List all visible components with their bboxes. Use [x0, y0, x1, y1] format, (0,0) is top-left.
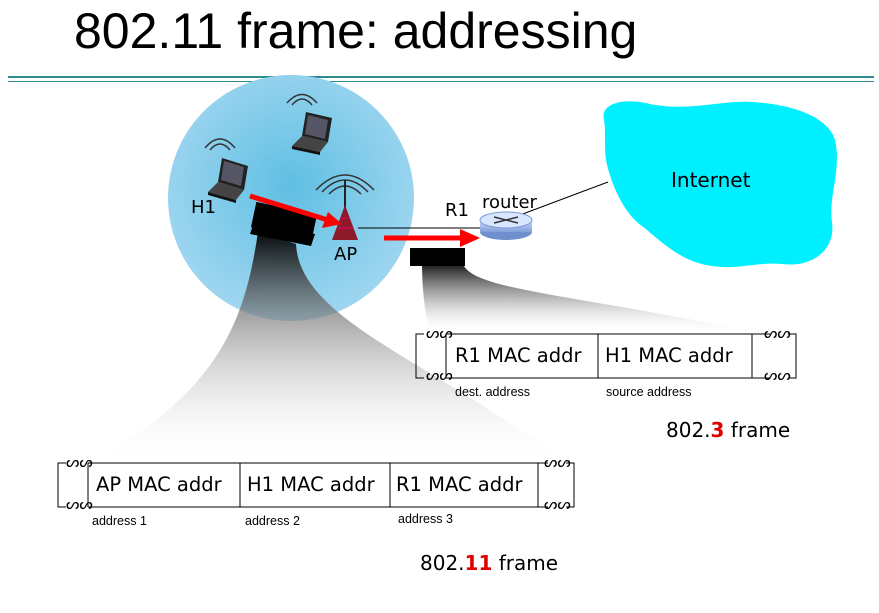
break-glyph: ᔕᔕ: [66, 495, 93, 513]
frame-8023-field-source: H1 MAC addr: [605, 344, 733, 367]
frame-8023-field-dest: R1 MAC addr: [455, 344, 582, 367]
frame-8023-label: 802.3 frame: [666, 418, 790, 442]
break-glyph: ᔕᔕ: [764, 324, 791, 342]
arrow-h1-to-ap: [249, 193, 342, 228]
node-label-r1: R1: [445, 200, 469, 221]
frame-80211-label-suffix: frame: [492, 551, 559, 575]
frame-80211-caption-address2: address 2: [245, 514, 300, 528]
frame-80211-outline: [57, 462, 575, 508]
node-label-router: router: [482, 192, 537, 213]
router-internet-link: [519, 181, 609, 216]
page-title: 802.11 frame: addressing: [74, 3, 638, 59]
frame-8023-label-prefix: 802.: [666, 418, 711, 442]
frame-80211-beam: [95, 232, 562, 460]
break-glyph: ᔕᔕ: [764, 366, 791, 384]
frame-80211-field-address3: R1 MAC addr: [396, 473, 523, 496]
break-glyph: ᔕᔕ: [426, 366, 453, 384]
break-glyph: ᔕᔕ: [66, 453, 93, 471]
frame-8023-caption-source: source address: [606, 385, 692, 399]
frame-80211-field-address1: AP MAC addr: [96, 473, 222, 496]
frame-8023-caption-dest: dest. address: [455, 385, 531, 399]
frame-80211-label-number: 11: [464, 551, 493, 575]
arrow-ap-to-router: [384, 229, 480, 247]
frame-80211-field-address2: H1 MAC addr: [247, 473, 375, 496]
frame-block-8023: [410, 248, 465, 266]
laptop-2-icon: [286, 93, 332, 155]
frame-80211-label: 802.11 frame: [420, 551, 558, 575]
break-glyph: ᔕᔕ: [544, 453, 571, 471]
frame-80211-caption-address3: address 3: [398, 512, 453, 526]
internet-cloud: [603, 101, 837, 268]
break-glyph: ᔕᔕ: [544, 495, 571, 513]
break-glyph: ᔕᔕ: [426, 324, 453, 342]
frame-80211-caption-address1: address 1: [92, 514, 147, 528]
wireless-cell: [168, 75, 414, 321]
node-label-ap: AP: [334, 244, 358, 265]
title-rule-top: [8, 76, 874, 78]
frame-8023-label-suffix: frame: [724, 418, 791, 442]
frame-8023-outline: [415, 333, 797, 379]
frame-80211-label-prefix: 802.: [420, 551, 465, 575]
laptop-h1-icon: [204, 138, 248, 203]
access-point-icon: [315, 174, 375, 240]
frame-8023-label-number: 3: [710, 418, 725, 442]
node-label-h1: H1: [191, 197, 216, 218]
frame-8023-beam: [422, 262, 760, 333]
router-icon: [479, 211, 533, 240]
node-label-internet: Internet: [671, 168, 751, 192]
title-rule-bottom: [8, 81, 874, 82]
